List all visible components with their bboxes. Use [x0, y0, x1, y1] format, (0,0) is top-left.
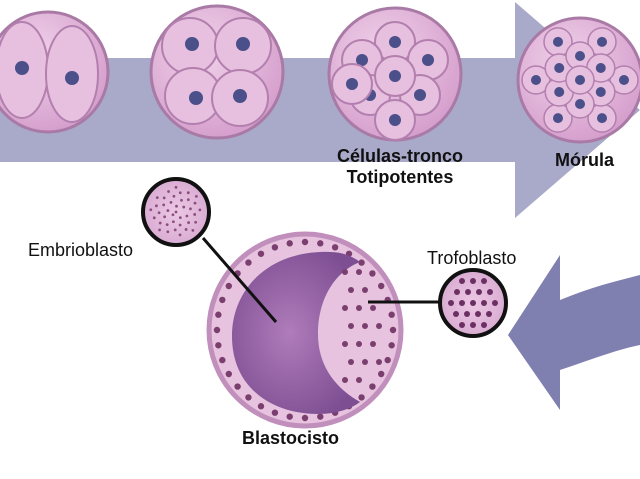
four-cell-stage: [149, 4, 285, 140]
trophoblast-nucleus: [317, 240, 324, 247]
inner-nucleus: [342, 341, 348, 347]
trophoblast-nucleus: [257, 403, 265, 410]
inner-nucleus: [356, 269, 362, 275]
trophoblast-nucleus: [215, 311, 222, 318]
nucleus: [233, 89, 247, 103]
trophoblast-nucleus: [219, 356, 226, 364]
trophoblast-nucleus: [388, 311, 395, 318]
inner-nucleus: [376, 359, 382, 365]
trophoblast-nucleus: [245, 394, 252, 401]
nucleus: [553, 113, 563, 124]
trophoblast-nucleus: [317, 413, 324, 420]
trophoblast-nucleus: [369, 270, 376, 277]
trophoblast-nucleus: [358, 394, 365, 401]
trophoblast-nucleus: [301, 238, 309, 246]
nucleus: [575, 99, 585, 109]
label-totipotent-stem-cells: Células-tronco Totipotentes: [318, 146, 482, 188]
two-cell-stage: [0, 10, 110, 134]
label-trophoblast: Trofoblasto: [427, 248, 517, 268]
nucleus: [531, 75, 541, 85]
trophoblast-nucleus: [286, 240, 293, 247]
embryoblast-zoom: [141, 177, 211, 247]
inner-nucleus: [362, 287, 368, 293]
return-arrow: [508, 255, 640, 410]
trophoblast-nucleus: [389, 326, 397, 334]
trophoblast-nucleus: [271, 409, 279, 416]
trophoblast-nucleus: [358, 259, 365, 266]
trophoblast-zoom: [438, 268, 508, 338]
embryoblast-connector: [201, 237, 278, 323]
inner-nucleus: [342, 377, 348, 383]
trophoblast-nucleus: [219, 296, 226, 304]
inner-nucleus: [348, 287, 354, 293]
trophoblast-rim: [213, 238, 397, 422]
nucleus: [346, 78, 358, 90]
nucleus: [619, 75, 629, 85]
morula-stage: [516, 16, 640, 144]
nucleus: [575, 51, 585, 61]
trophoblast-nucleus: [271, 244, 279, 251]
trophoblast-nucleus: [257, 250, 265, 257]
trophoblast-nucleus: [245, 259, 252, 266]
nucleus: [414, 89, 426, 101]
trophoblast-nucleus: [286, 413, 293, 420]
nucleus: [389, 70, 401, 82]
trophoblast-nucleus: [225, 370, 232, 378]
trophoblast-nucleus: [215, 342, 222, 349]
nucleus: [553, 36, 563, 47]
inner-nucleus: [356, 305, 362, 311]
nucleus: [236, 37, 250, 51]
inner-nucleus: [370, 305, 376, 311]
trophoblast-nucleus: [234, 383, 241, 390]
nucleus: [389, 114, 401, 126]
top-arrow: [0, 2, 640, 218]
inner-nucleus: [348, 323, 354, 329]
label-totipotent-line2: Totipotentes: [346, 167, 454, 187]
label-blastocyst: Blastocisto: [242, 428, 340, 448]
embryoblast-mass: [232, 251, 360, 414]
trophoblast-nucleus: [378, 370, 385, 378]
eight-cell-stage: [327, 6, 463, 142]
nucleus: [356, 54, 368, 66]
inner-nucleus: [342, 269, 348, 275]
nucleus: [189, 91, 203, 105]
blastocyst: [206, 231, 404, 429]
nucleus: [597, 113, 607, 124]
nucleus: [15, 61, 29, 75]
label-totipotent-line1: Células-tronco: [336, 146, 464, 166]
trophoblast-nucleus: [378, 282, 385, 290]
nucleus: [595, 63, 606, 73]
nucleus: [575, 75, 585, 85]
trophoblast-nucleus: [384, 356, 391, 364]
trophoblast-nucleus: [225, 282, 232, 290]
trophoblast-nucleus: [388, 342, 395, 349]
trophoblast-nucleus: [301, 414, 309, 422]
inner-nucleus: [356, 341, 362, 347]
nucleus: [595, 87, 606, 97]
inner-nucleus: [362, 359, 368, 365]
trophoblast-nucleus: [213, 326, 221, 334]
inner-nucleus: [362, 323, 368, 329]
nucleus: [389, 36, 401, 48]
trophoblast-nucleus: [369, 383, 376, 390]
nucleus: [597, 36, 607, 47]
inner-nucleus: [376, 323, 382, 329]
inner-nucleus: [342, 305, 348, 311]
nucleus: [65, 71, 79, 85]
nucleus: [422, 54, 434, 66]
inner-nucleus: [356, 377, 362, 383]
nucleus: [554, 87, 565, 97]
label-morula: Mórula: [555, 150, 615, 170]
inner-cells: [342, 269, 382, 383]
trophoblast-nucleus: [331, 244, 339, 251]
inner-nucleus: [370, 341, 376, 347]
nucleus: [185, 37, 199, 51]
nucleus: [554, 63, 565, 73]
label-embryoblast: Embrioblasto: [28, 240, 134, 260]
inner-nucleus: [348, 359, 354, 365]
